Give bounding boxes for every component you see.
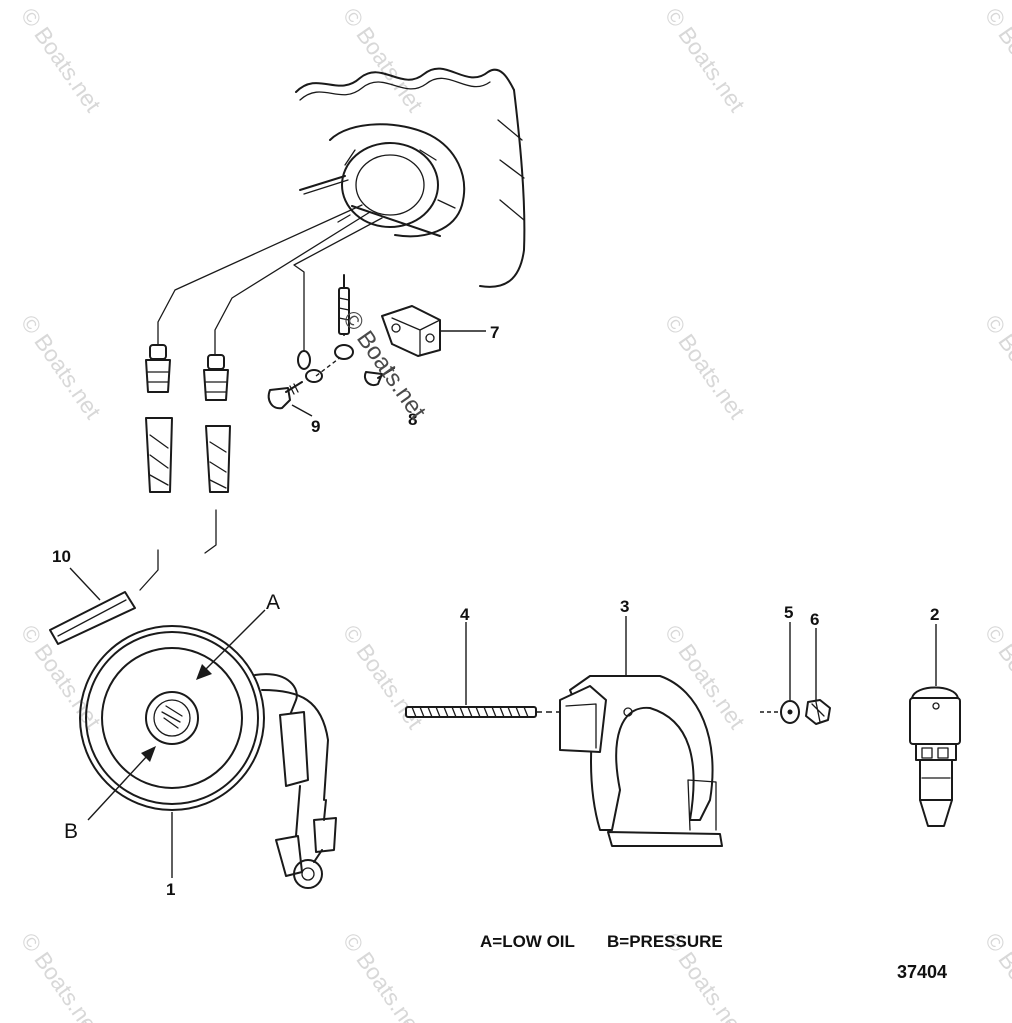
watermark-text: © Boats.net [660, 3, 751, 117]
watermark-text: © Boats.net [338, 928, 429, 1023]
bolt-8 [334, 274, 395, 386]
warning-horn [79, 625, 337, 889]
nut-6 [805, 699, 831, 725]
callout-5: 5 [784, 603, 793, 622]
callout-b: B [64, 820, 78, 843]
callout-a: A [266, 591, 280, 614]
stud-4 [405, 706, 628, 718]
callout-6: 6 [810, 610, 819, 629]
callout-4: 4 [460, 605, 470, 624]
washer-5 [760, 700, 800, 724]
watermark-text: © Boats.net [16, 3, 107, 117]
callout-7: 7 [490, 323, 499, 342]
legend-pressure: B=PRESSURE [607, 932, 723, 951]
watermark-layer: © Boats.net © Boats.net © Boats.net © Bo… [16, 3, 1012, 1023]
callout-2: 2 [930, 605, 939, 624]
bullet-connector [145, 344, 173, 493]
watermark-text: © Boats.net [16, 310, 107, 424]
wire-harness [157, 204, 383, 356]
bullet-connector [203, 354, 231, 493]
callout-10: 10 [52, 547, 71, 566]
watermark-text: © Boats.net [338, 3, 429, 117]
screw-9 [267, 381, 303, 410]
arrow-a [196, 609, 266, 680]
legend-low-oil: A=LOW OIL [480, 932, 575, 951]
oil-pressure-switch-2 [909, 686, 961, 827]
arrow-b [87, 746, 156, 821]
watermark-text: © Boats.net [16, 928, 107, 1023]
watermark-text: © Boats.net [980, 928, 1012, 1023]
figure-number: 37404 [897, 962, 947, 982]
engine-block [295, 67, 526, 288]
watermark-text: © Boats.net [980, 3, 1012, 117]
callout-3: 3 [620, 597, 629, 616]
harness-sleeve-10 [49, 509, 217, 645]
watermark-text: © Boats.net [980, 620, 1012, 734]
legend: A=LOW OIL B=PRESSURE [480, 932, 723, 951]
watermark-text: © Boats.net [660, 310, 751, 424]
callout-1: 1 [166, 880, 175, 899]
clamp-7 [381, 305, 441, 357]
leader-lines [69, 330, 937, 878]
watermark-text: © Boats.net [980, 310, 1012, 424]
mounting-bracket-3 [559, 675, 723, 847]
callout-9: 9 [311, 417, 320, 436]
callout-labels: 1 2 3 4 5 6 7 8 9 10 A B [52, 323, 939, 899]
callout-8: 8 [408, 410, 417, 429]
ground-terminal [297, 349, 351, 383]
